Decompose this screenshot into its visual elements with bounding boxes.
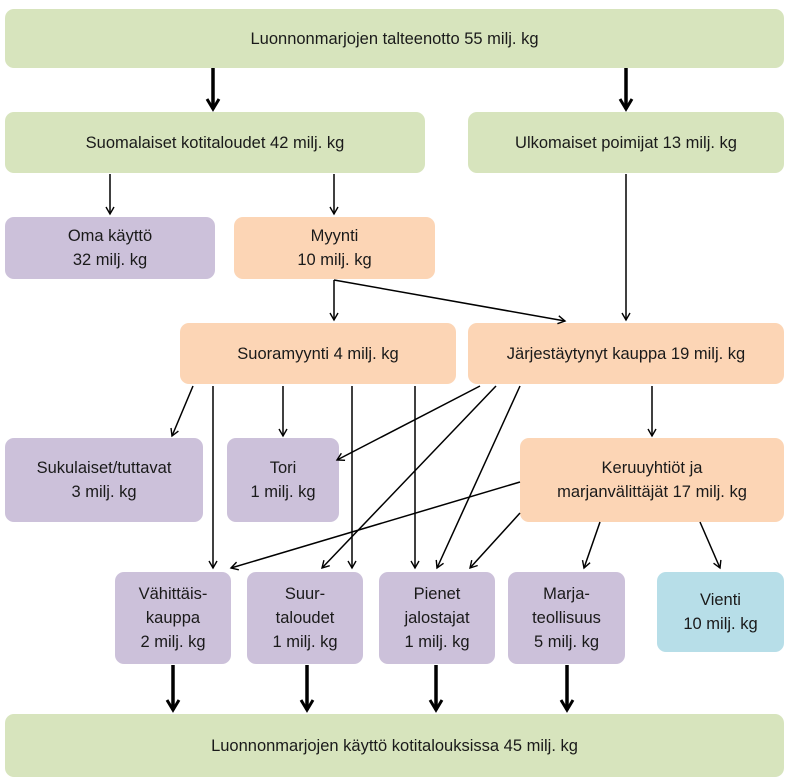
node-retail: Vähittäis- kauppa 2 milj. kg (115, 572, 231, 664)
node-small-processors-label-2: jalostajat (404, 609, 470, 627)
node-market: Tori 1 milj. kg (227, 438, 339, 522)
node-own-use: Oma käyttö 32 milj. kg (5, 217, 215, 279)
node-relatives: Sukulaiset/tuttavat 3 milj. kg (5, 438, 203, 522)
arrow-organized-to-large-households (321, 385, 497, 570)
node-large-households-label: Suur- (284, 585, 326, 603)
node-large-households: Suur- taloudet 1 milj. kg (247, 572, 363, 664)
node-export-amount: 10 milj. kg (683, 615, 758, 633)
node-berry-industry: Marja- teollisuus 5 milj. kg (508, 572, 625, 664)
node-berry-industry-label-2: teollisuus (532, 609, 601, 627)
node-market-label: Tori (269, 459, 297, 477)
node-relatives-amount: 3 milj. kg (71, 483, 137, 501)
node-sales: Myynti 10 milj. kg (234, 217, 435, 279)
node-organized-trade: Järjestäytynyt kauppa 19 milj. kg (468, 323, 784, 384)
node-domestic-households-label: Suomalaiset kotitaloudet 42 milj. kg (85, 133, 345, 152)
node-collectors-label: Keruuyhtiöt ja (601, 459, 703, 477)
node-direct-sales-label: Suoramyynti 4 milj. kg (237, 344, 399, 363)
node-berry-industry-amount: 5 milj. kg (533, 633, 600, 651)
arrow-organized-to-market (335, 385, 481, 462)
node-retail-label: Vähittäis- (138, 585, 208, 603)
node-household-use-label: Luonnonmarjojen käyttö kotitalouksissa 4… (211, 736, 578, 755)
node-berry-industry-label: Marja- (543, 585, 590, 603)
node-own-use-amount: 32 milj. kg (72, 251, 148, 269)
node-domestic-households: Suomalaiset kotitaloudet 42 milj. kg (5, 112, 425, 173)
arrow-direct-to-relatives (170, 385, 194, 438)
node-household-use: Luonnonmarjojen käyttö kotitalouksissa 4… (5, 714, 784, 777)
node-harvest-label: Luonnonmarjojen talteenotto 55 milj. kg (250, 29, 539, 48)
node-foreign-pickers-label: Ulkomaiset poimijat 13 milj. kg (515, 133, 737, 152)
arrow-collectors-to-export (699, 521, 722, 570)
node-sales-label: Myynti (310, 227, 359, 245)
arrow-sales-to-organized (333, 279, 567, 325)
node-harvest: Luonnonmarjojen talteenotto 55 milj. kg (5, 9, 784, 68)
arrow-collectors-to-small-processors (469, 512, 521, 570)
node-sales-amount: 10 milj. kg (297, 251, 372, 269)
node-small-processors-amount: 1 milj. kg (404, 633, 470, 651)
node-collectors: Keruuyhtiöt ja marjanvälittäjät 17 milj.… (520, 438, 784, 522)
node-organized-trade-label: Järjestäytynyt kauppa 19 milj. kg (506, 344, 746, 363)
arrow-organized-to-small-processors (435, 385, 521, 570)
node-export: Vienti 10 milj. kg (657, 572, 784, 652)
node-direct-sales: Suoramyynti 4 milj. kg (180, 323, 456, 384)
arrow-collectors-to-berry-industry (581, 521, 601, 570)
node-collectors-label-2: marjanvälittäjät 17 milj. kg (557, 483, 747, 501)
node-retail-label-2: kauppa (145, 609, 201, 627)
node-market-amount: 1 milj. kg (250, 483, 316, 501)
node-large-households-amount: 1 milj. kg (272, 633, 338, 651)
node-relatives-label: Sukulaiset/tuttavat (36, 459, 172, 477)
node-own-use-label: Oma käyttö (67, 227, 153, 245)
node-small-processors: Pienet jalostajat 1 milj. kg (379, 572, 495, 664)
node-retail-amount: 2 milj. kg (140, 633, 206, 651)
node-export-label: Vienti (700, 591, 741, 609)
node-large-households-label-2: taloudet (275, 609, 335, 627)
node-foreign-pickers: Ulkomaiset poimijat 13 milj. kg (468, 112, 784, 173)
node-small-processors-label: Pienet (413, 585, 461, 603)
